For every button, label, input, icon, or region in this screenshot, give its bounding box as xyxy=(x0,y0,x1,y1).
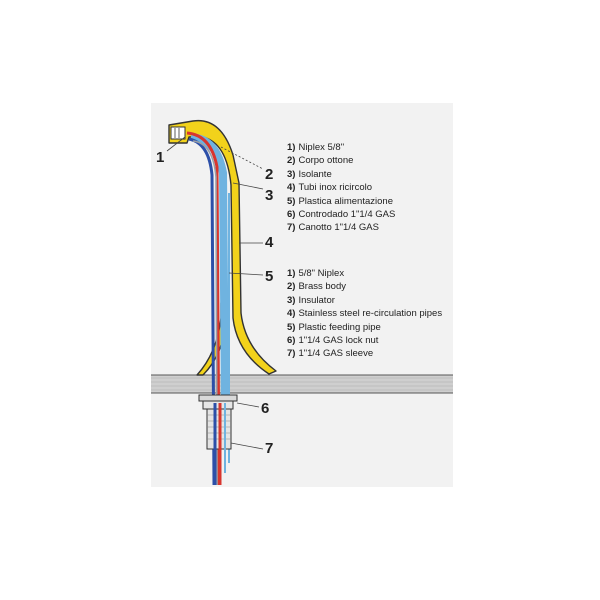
legend-it-item: 1)Niplex 5/8" xyxy=(287,142,345,153)
legend-en-item: 1)5/8" Niplex xyxy=(287,268,345,279)
legend-en-item: 5)Plastic feeding pipe xyxy=(287,321,381,333)
callout-7: 7 xyxy=(265,440,274,457)
legend-en-item: 6)1"1/4 GAS lock nut xyxy=(287,335,379,347)
callout-3: 3 xyxy=(265,187,274,204)
legend-en-item: 4)Stainless steel re-circulation pipes xyxy=(287,308,443,320)
legend-it-item: 4)Tubi inox ricircolo xyxy=(287,182,373,194)
legend-english: 1)5/8" Niplex 2)Brass body 3)Insulator 4… xyxy=(287,267,442,361)
legend-italian: 1)Niplex 5/8" 2)Corpo ottone 3)Isolante … xyxy=(287,141,395,235)
legend-it-item: 2)Corpo ottone xyxy=(287,155,354,167)
cold-pipe xyxy=(188,137,216,486)
lock-nut xyxy=(198,394,238,410)
niplex-outlet xyxy=(170,126,186,140)
leader-lines xyxy=(166,136,264,450)
diagram-panel: 1 2 3 4 5 6 7 1)Niplex 5/8" 2)Corpo otto… xyxy=(151,103,453,487)
callout-2: 2 xyxy=(265,166,274,183)
legend-it-item: 7)Canotto 1"1/4 GAS xyxy=(287,222,379,234)
hot-pipe xyxy=(186,131,221,486)
legend-en-item: 2)Brass body xyxy=(287,281,346,293)
legend-it-item: 5)Plastica alimentazione xyxy=(287,195,393,207)
insulator-tube xyxy=(190,133,229,404)
legend-en-item: 7)1"1/4 GAS sleeve xyxy=(287,348,374,360)
legend-en-item: 3)Insulator xyxy=(287,294,335,306)
brass-body xyxy=(168,119,277,375)
callout-1: 1 xyxy=(156,149,165,166)
legend-it-item: 6)Controdado 1"1/4 GAS xyxy=(287,209,396,221)
callout-5: 5 xyxy=(265,268,274,285)
faucet-cross-section xyxy=(151,119,453,486)
legend-it-item: 3)Isolante xyxy=(287,168,332,180)
countertop-grain xyxy=(151,377,453,391)
callout-4: 4 xyxy=(265,234,274,251)
recirculation-pipe xyxy=(192,140,218,486)
callout-6: 6 xyxy=(261,400,270,417)
